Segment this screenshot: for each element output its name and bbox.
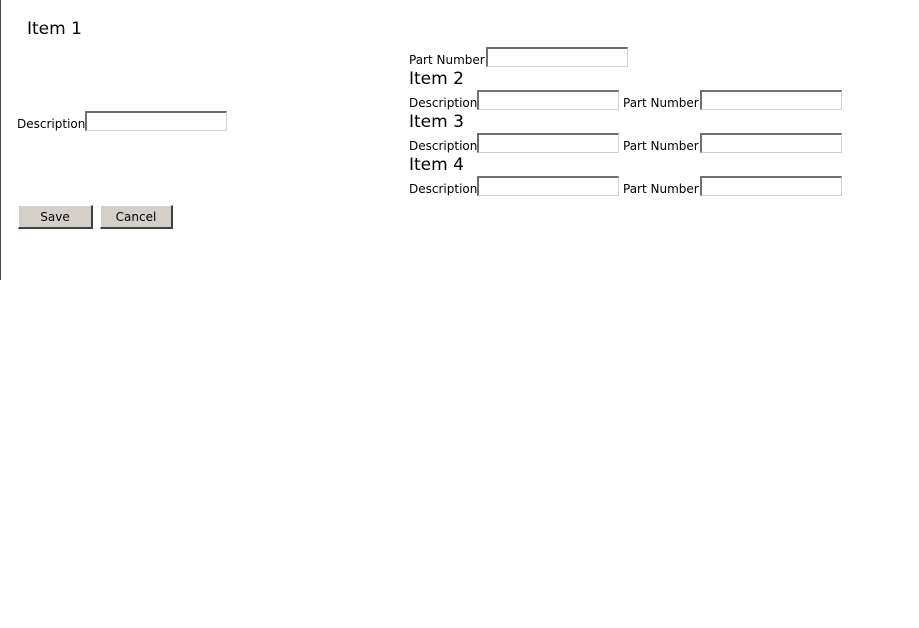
- item-4-description-input[interactable]: [477, 176, 619, 196]
- item-2-heading: Item 2: [409, 69, 464, 89]
- item-1-part-number-input[interactable]: [486, 47, 628, 67]
- item-1-heading: Item 1: [27, 19, 82, 39]
- item-4-heading: Item 4: [409, 155, 464, 175]
- item-2-description-input[interactable]: [477, 90, 619, 110]
- item-1-description-input[interactable]: [85, 111, 227, 131]
- item-1-description-label: Description: [17, 117, 86, 131]
- cancel-button[interactable]: Cancel: [100, 205, 173, 229]
- item-2-part-number-input[interactable]: [700, 90, 842, 110]
- item-3-part-number-input[interactable]: [700, 133, 842, 153]
- item-4-part-number-input[interactable]: [700, 176, 842, 196]
- item-2-part-number-label: Part Number: [623, 96, 699, 110]
- item-1-part-number-label: Part Number: [409, 53, 485, 67]
- left-border-line: [0, 0, 1, 280]
- item-3-part-number-label: Part Number: [623, 139, 699, 153]
- item-3-description-input[interactable]: [477, 133, 619, 153]
- save-button[interactable]: Save: [18, 205, 93, 229]
- item-4-description-label: Description: [409, 182, 478, 196]
- item-4-part-number-label: Part Number: [623, 182, 699, 196]
- item-3-description-label: Description: [409, 139, 478, 153]
- item-3-heading: Item 3: [409, 112, 464, 132]
- item-2-description-label: Description: [409, 96, 478, 110]
